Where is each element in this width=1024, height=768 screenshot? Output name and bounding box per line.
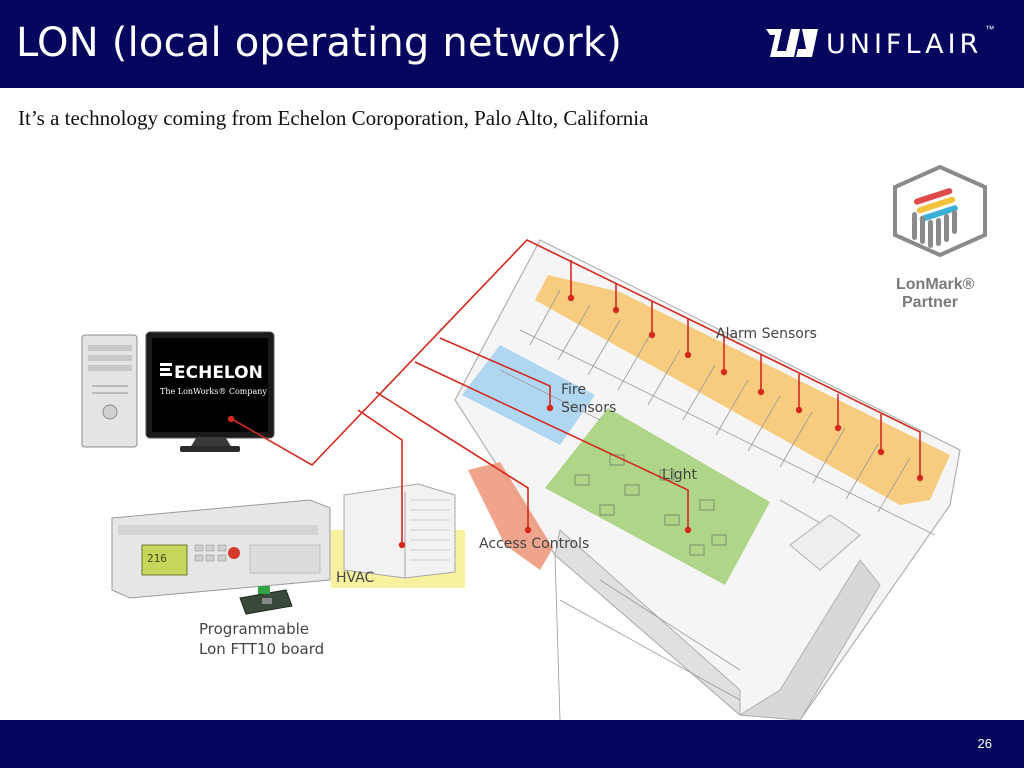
uniflair-logo: UNIFLAIR ™ <box>764 24 994 62</box>
controller-display: 216 <box>147 552 167 565</box>
monitor-tagline: The LonWorks® Company <box>160 387 267 396</box>
lonmark-logo-icon: LonMark® Partner <box>893 164 987 311</box>
label-board-2: Lon FTT10 board <box>199 640 324 658</box>
slide-title: LON (local operating network) <box>16 20 623 66</box>
lonmark-line2: Partner <box>902 294 958 311</box>
label-access-controls: Access Controls <box>479 536 589 552</box>
lon-network-lines <box>229 239 921 545</box>
brand-name: UNIFLAIR <box>826 28 983 60</box>
echelon-logo: ECHELON The LonWorks® Company <box>160 363 267 396</box>
label-alarm-sensors: Alarm Sensors <box>716 326 817 342</box>
label-light: Light <box>662 467 697 483</box>
slide-footer: 26 <box>0 720 1024 768</box>
hvac-unit-icon <box>343 483 456 579</box>
label-fire-sensors-1: Fire <box>561 382 586 398</box>
ftt10-board-icon <box>239 586 293 615</box>
lon-network-diagram: ECHELON The LonWorks® Company 216 <box>81 164 987 720</box>
network-nodes <box>227 294 924 549</box>
controller-icon: 216 <box>111 499 331 599</box>
label-hvac: HVAC <box>336 570 375 586</box>
slide-header: LON (local operating network) UNIFLAIR ™ <box>0 0 1024 88</box>
page-number: 26 <box>977 736 992 751</box>
lonmark-line1: LonMark® <box>896 276 975 293</box>
uniflair-logo-icon <box>766 29 818 57</box>
monitor-brand: ECHELON <box>174 363 263 383</box>
monitor-icon: ECHELON The LonWorks® Company <box>145 331 275 452</box>
slide-subtitle: It’s a technology coming from Echelon Co… <box>18 106 649 130</box>
label-fire-sensors-2: Sensors <box>561 400 616 416</box>
pc-tower-icon <box>81 334 138 448</box>
label-board-1: Programmable <box>199 620 309 638</box>
building-icon <box>454 239 961 720</box>
brand-trademark: ™ <box>985 24 995 34</box>
